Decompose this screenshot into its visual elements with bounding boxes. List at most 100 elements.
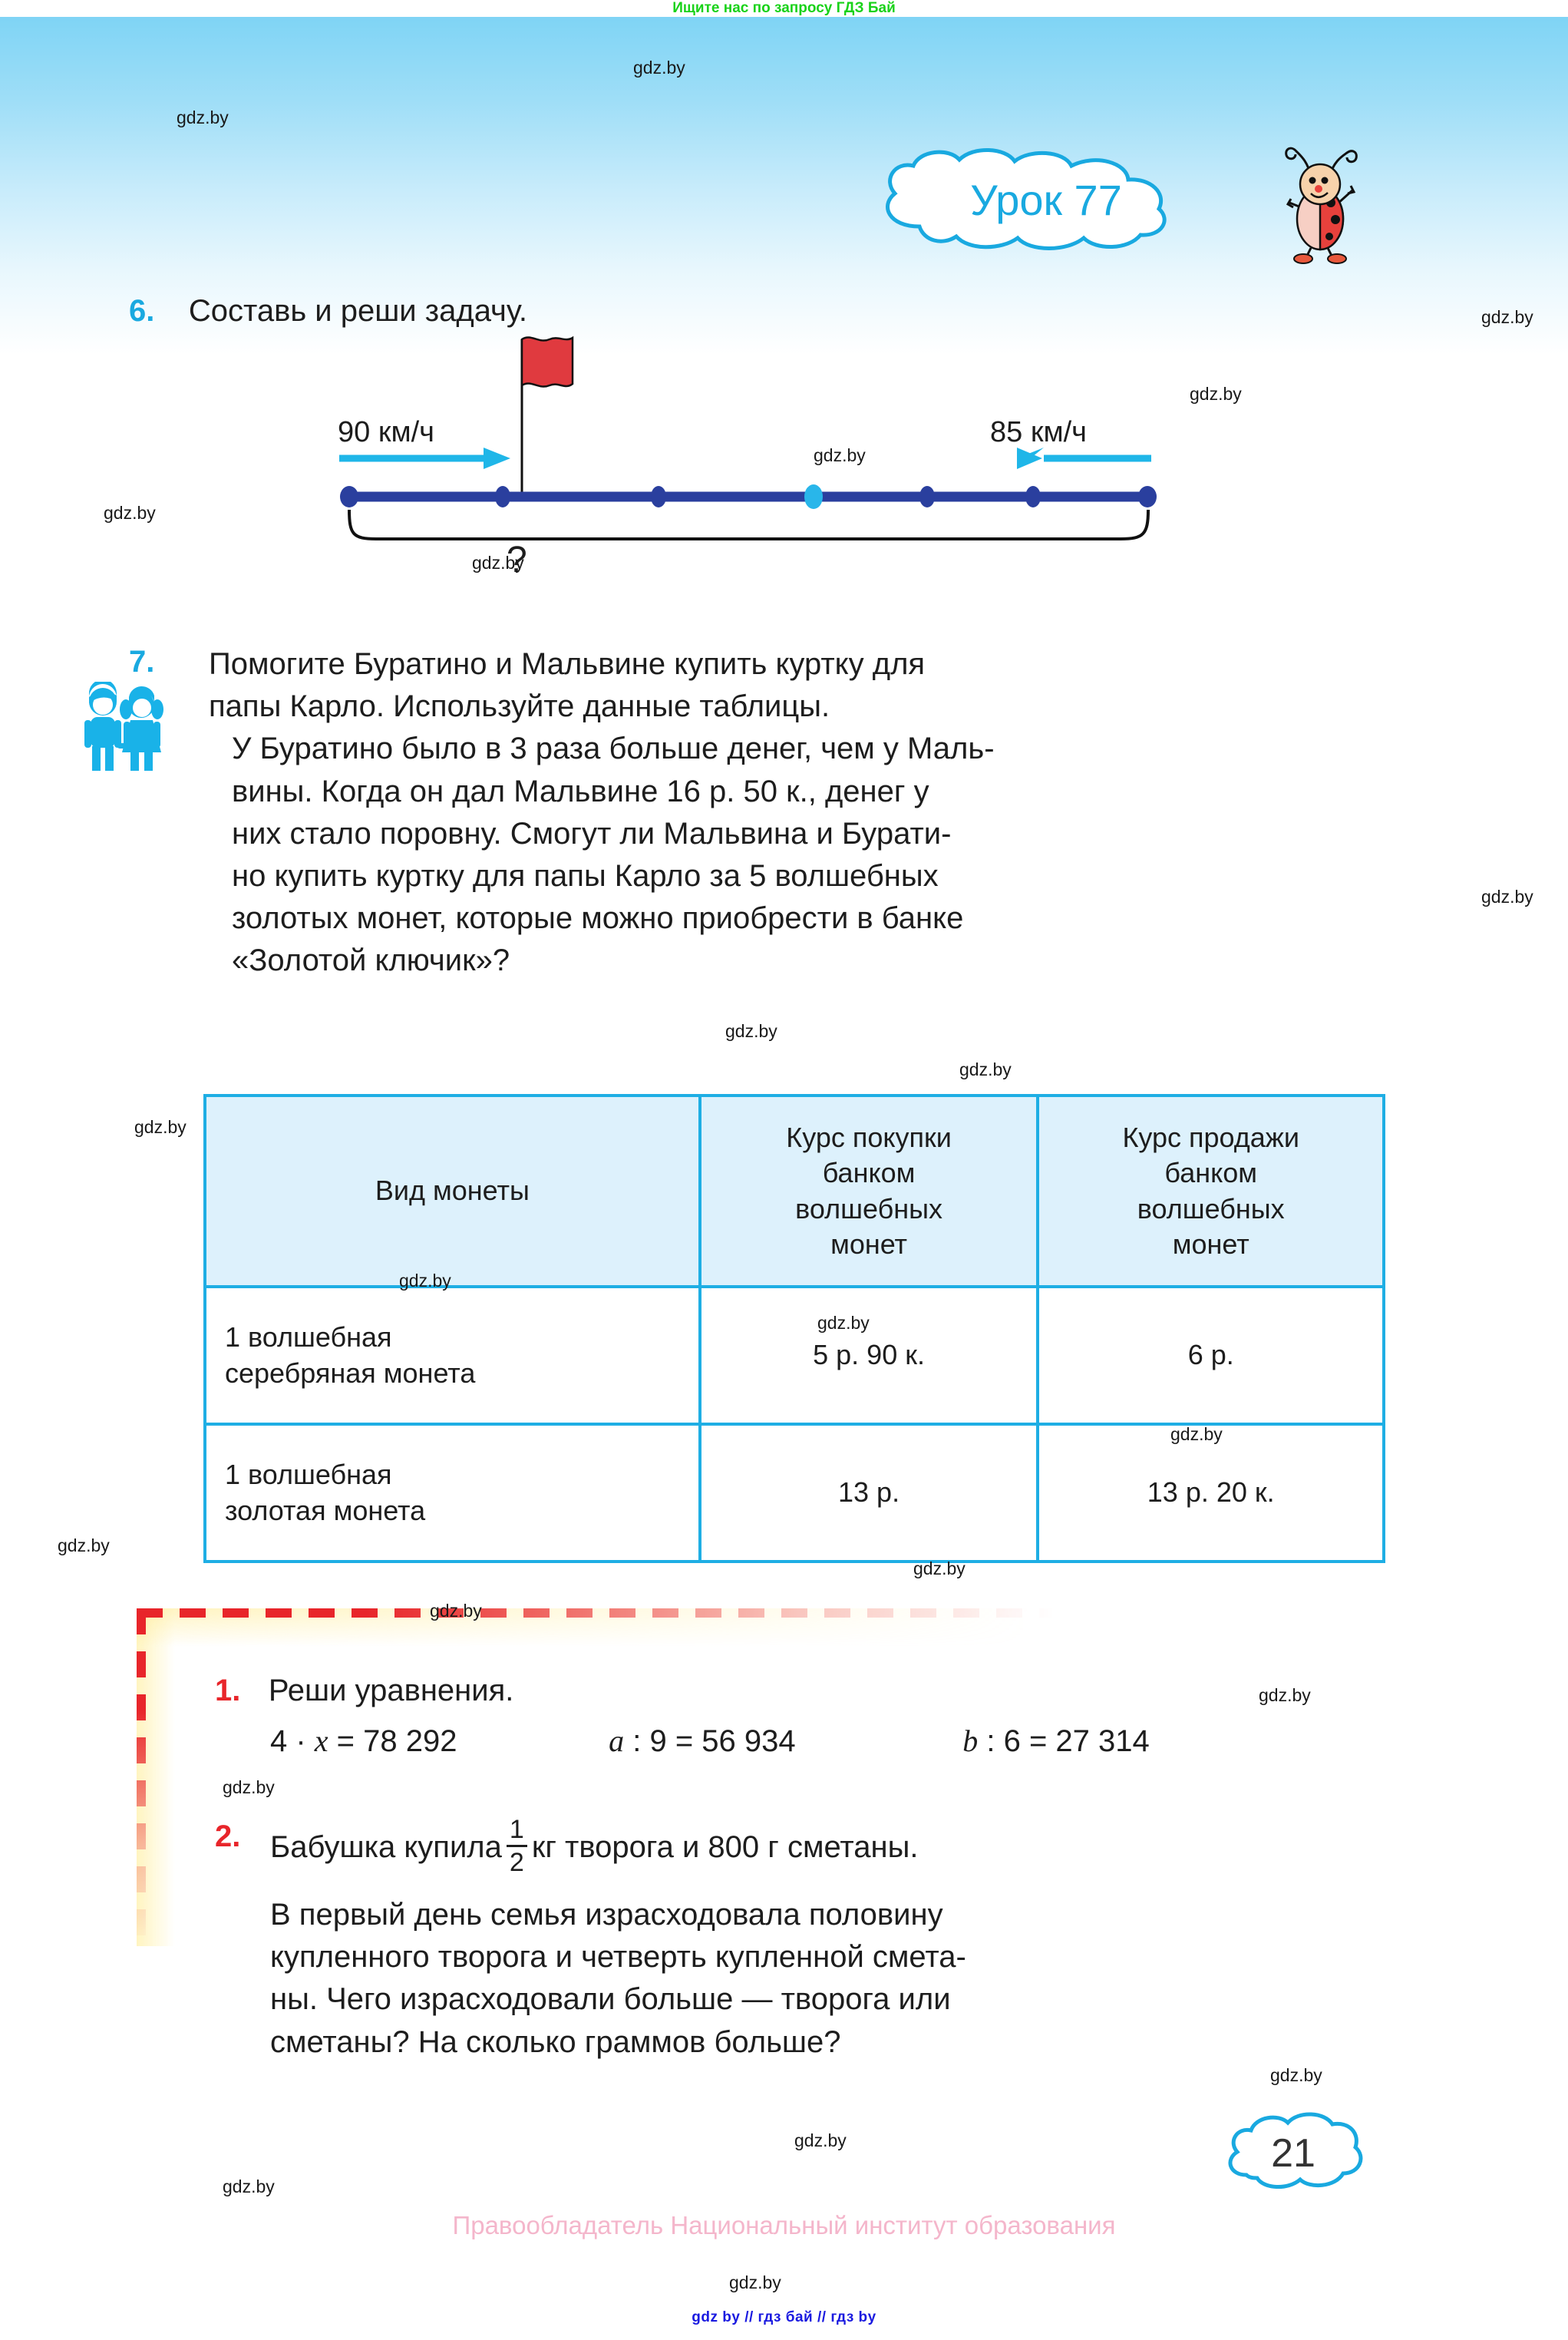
one-half-fraction: 1 2	[506, 1815, 527, 1877]
exercise-6-number: 6.	[129, 294, 155, 328]
homework-dash-top	[137, 1608, 1411, 1618]
exercise-7-line-3: У Буратино было в 3 раза больше денег, ч…	[232, 732, 995, 766]
equation-2-post: : 9 = 56 934	[624, 1724, 796, 1758]
exercise-7-line-2: папы Карло. Используйте данные таблицы.	[209, 689, 830, 724]
buy-head-l3: волшебных	[795, 1192, 942, 1225]
homework-2-num: 2.	[215, 1819, 241, 1853]
exercise-7-line-8: «Золотой ключик»?	[232, 944, 510, 978]
equation-1-var: x	[314, 1724, 328, 1758]
homework-glow	[137, 1608, 1411, 1946]
watermark-6: gdz.by	[472, 553, 524, 573]
row-1-coin-l2: серебряная монета	[225, 1357, 476, 1389]
homework-2-line-4: ны. Чего израсходовали больше — творога …	[270, 1982, 951, 2017]
row-2-buy: 13 р.	[698, 1423, 1040, 1563]
exercise-6-title: Составь и реши задачу.	[188, 294, 528, 328]
watermark-18: gdz.by	[223, 1777, 275, 1797]
watermark-16: gdz.by	[430, 1601, 482, 1621]
homework-2-line-5: сметаны? На сколько граммов больше?	[270, 2024, 841, 2059]
row-1-sell: 6 р.	[1036, 1285, 1385, 1426]
row-1-buy: 5 р. 90 к.	[698, 1285, 1040, 1426]
equation-3-post: : 6 = 27 314	[978, 1724, 1150, 1758]
watermark-1: gdz.by	[177, 107, 229, 127]
watermark-22: gdz.by	[729, 2272, 781, 2292]
watermark-10: gdz.by	[134, 1117, 187, 1137]
row-1-coin: 1 волшебная серебряная монета	[203, 1285, 701, 1426]
exercise-7-line-1: Помогите Буратино и Мальвине купить курт…	[209, 647, 926, 681]
watermark-5: gdz.by	[104, 503, 156, 523]
watermark-2: gdz.by	[1481, 307, 1533, 327]
table-header-sell-rate: Курс продажи банком волшебных монет	[1036, 1094, 1385, 1288]
buy-head-l1: Курс покупки	[786, 1122, 952, 1154]
motion-diagram: 90 км/ч 85 км/ч ?	[292, 322, 1213, 583]
table-row: 1 волшебная золотая монета 13 р. 13 р. 2…	[203, 1423, 1385, 1563]
equation-2-var: a	[609, 1724, 625, 1758]
coin-rates-table: Вид монеты Курс покупки банком волшебных…	[203, 1094, 1385, 1563]
right-speed-label: 85 км/ч	[990, 416, 1087, 448]
buy-head-l4: монет	[830, 1228, 908, 1260]
exercise-7-line-6: но купить куртку для папы Карло за 5 вол…	[232, 858, 939, 893]
lesson-title: Урок 77	[970, 175, 1122, 224]
watermark-14: gdz.by	[58, 1535, 110, 1555]
fraction-denominator: 2	[509, 1848, 524, 1877]
equation-3-var: b	[962, 1724, 979, 1758]
watermark-15: gdz.by	[913, 1558, 966, 1578]
buy-head-l2: банком	[822, 1157, 916, 1189]
table-header-buy-rate: Курс покупки банком волшебных монет	[698, 1094, 1040, 1288]
exercise-7-line-4: вины. Когда он дал Мальвине 16 р. 50 к.,…	[232, 774, 929, 808]
watermark-17: gdz.by	[1259, 1685, 1311, 1705]
exercise-7-number: 7.	[129, 645, 155, 679]
watermark-13: gdz.by	[1170, 1424, 1223, 1444]
homework-2-line1-pre: Бабушка купила	[270, 1829, 502, 1864]
sell-head-l3: волшебных	[1137, 1192, 1285, 1225]
watermark-9: gdz.by	[959, 1059, 1012, 1079]
fraction-numerator: 1	[509, 1815, 524, 1844]
sell-head-l2: банком	[1164, 1157, 1258, 1189]
red-flag-icon	[520, 335, 574, 494]
watermark-11: gdz.by	[399, 1271, 451, 1291]
homework-1-number: 1. Реши уравнения.	[215, 1670, 513, 1712]
homework-2-line-3: купленного творога и четверть купленной …	[270, 1940, 966, 1975]
sell-head-l4: монет	[1172, 1228, 1249, 1260]
homework-1-num: 1.	[215, 1674, 241, 1707]
watermark-21: gdz.by	[223, 2176, 275, 2196]
row-1-coin-l1: 1 волшебная	[225, 1320, 392, 1353]
table-header-coin-type: Вид монеты	[203, 1094, 701, 1288]
page-number: 21	[1271, 2131, 1315, 2176]
homework-dash-left	[137, 1608, 146, 1946]
top-promo-banner: Ищите нас по запросу ГДЗ Бай	[0, 0, 1568, 17]
watermark-4: gdz.by	[814, 445, 866, 465]
two-children-icon	[77, 679, 169, 774]
row-2-sell: 13 р. 20 к.	[1036, 1423, 1385, 1563]
bottom-promo-banner: gdz by // гдз бай // гдз by	[692, 2309, 876, 2325]
homework-2-line-1: Бабушка купила 1 2 кг творога и 800 г см…	[270, 1815, 1421, 1877]
ladybug-icon	[1274, 138, 1366, 264]
equation-1-post: = 78 292	[328, 1724, 457, 1758]
watermark-19: gdz.by	[1270, 2065, 1322, 2085]
exercise-7-line-7: золотых монет, которые можно приобрести …	[232, 901, 964, 936]
exercise-6: 6. Составь и реши задачу.	[129, 290, 527, 332]
exercise-7-text: Помогите Буратино и Мальвине купить курт…	[209, 643, 1421, 983]
equation-3: b : 6 = 27 314	[962, 1720, 1150, 1763]
table-row: 1 волшебная серебряная монета 5 р. 90 к.…	[203, 1285, 1385, 1426]
equation-2: a : 9 = 56 934	[609, 1720, 954, 1763]
watermark-8: gdz.by	[725, 1021, 777, 1041]
homework-2-line1-post: кг творога и 800 г сметаны.	[531, 1829, 919, 1864]
table-header-row: Вид монеты Курс покупки банком волшебных…	[203, 1094, 1385, 1288]
watermark-7: gdz.by	[1481, 887, 1533, 907]
homework-dashed-frame	[137, 1608, 1411, 2054]
homework-2-number: 2.	[215, 1819, 240, 1854]
homework-1-equations: 4 · x = 78 292 a : 9 = 56 934 b : 6 = 27…	[270, 1720, 1421, 1763]
homework-2-text: Бабушка купила 1 2 кг творога и 800 г см…	[270, 1815, 1421, 2064]
exercise-7-number-wrap: 7.	[129, 645, 154, 679]
watermark-20: gdz.by	[794, 2130, 847, 2150]
equation-1-pre: 4 ·	[270, 1724, 315, 1758]
left-speed-label: 90 км/ч	[338, 416, 434, 448]
homework-2-line-2: В первый день семья израсходовала полови…	[270, 1898, 943, 1932]
watermark-3: gdz.by	[1190, 384, 1242, 404]
watermark-0: gdz.by	[633, 58, 685, 78]
fraction-bar	[506, 1845, 527, 1847]
exercise-7-line-5: них стало поровну. Смогут ли Мальвина и …	[232, 816, 952, 851]
lesson-title-cloud: Урок 77	[866, 146, 1226, 253]
copyright-notice: Правообладатель Национальный институт об…	[452, 2211, 1116, 2239]
